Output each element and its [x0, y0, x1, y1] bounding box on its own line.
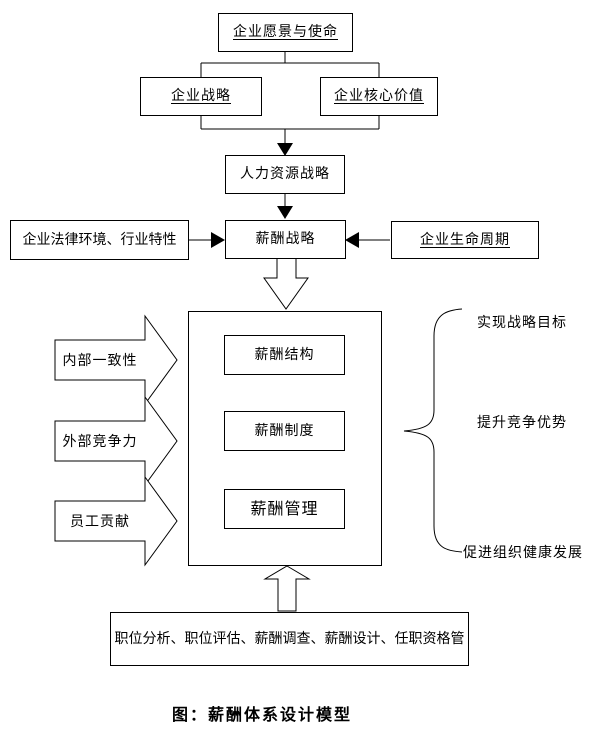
input-label-internal-consistency: 内部一致性: [62, 353, 138, 369]
foundation-box: 职位分析、职位评估、薪酬调查、薪酬设计、任职资格管: [110, 612, 469, 666]
figure-caption: 图：薪酬体系设计模型: [172, 705, 353, 724]
corp-strategy-box: 企业战略: [140, 77, 262, 116]
pay-system-box: 薪酬制度: [224, 411, 345, 451]
corp-strategy-label: 企业战略: [171, 88, 231, 105]
outcome-label-strategic-goals: 实现战略目标: [477, 315, 567, 331]
vision-label: 企业愿景与使命: [233, 24, 338, 41]
input-label-employee-contribution: 员工贡献: [70, 514, 130, 530]
legal-env-label: 企业法律环境、行业特性: [22, 231, 177, 248]
core-values-label: 企业核心价值: [334, 88, 424, 105]
input-arrow-employee-contribution: [54, 475, 178, 567]
pay-management-label: 薪酬管理: [250, 499, 319, 519]
legal-env-box: 企业法律环境、行业特性: [10, 220, 189, 260]
arrowhead-life-cycle: [345, 232, 359, 248]
outcome-label-healthy-development: 促进组织健康发展: [463, 545, 583, 561]
hr-strategy-box: 人力资源战略: [225, 155, 345, 194]
pay-structure-box: 薪酬结构: [224, 335, 345, 375]
core-values-box: 企业核心价值: [320, 77, 438, 116]
arrowhead-to-pay-strategy: [277, 206, 293, 219]
hollow-up-arrow: [263, 565, 311, 612]
hollow-down-arrow: [263, 257, 309, 310]
input-arrow-internal-consistency: [54, 314, 178, 406]
vision-split-connector: [200, 51, 380, 77]
outcome-label-competitive-advantage: 提升竞争优势: [477, 415, 567, 431]
vision-box: 企业愿景与使命: [218, 13, 353, 52]
pay-structure-label: 薪酬结构: [254, 346, 315, 363]
input-label-external-competitiveness: 外部竞争力: [62, 434, 138, 450]
pay-strategy-box: 薪酬战略: [225, 220, 346, 259]
life-cycle-box: 企业生命周期: [391, 221, 539, 259]
arrowhead-to-hr-strategy: [277, 143, 293, 156]
hr-strategy-label: 人力资源战略: [240, 166, 330, 183]
arrowhead-legal-env: [211, 232, 225, 248]
pay-strategy-label: 薪酬战略: [255, 231, 316, 248]
pay-system-label: 薪酬制度: [254, 422, 315, 439]
foundation-label: 职位分析、职位评估、薪酬调查、薪酬设计、任职资格管: [114, 630, 465, 647]
input-arrow-external-competitiveness: [54, 395, 178, 487]
outcomes-brace: [403, 308, 463, 553]
life-cycle-label: 企业生命周期: [420, 231, 510, 248]
merge-to-hr-connector: [200, 116, 380, 144]
pay-management-box: 薪酬管理: [224, 489, 345, 529]
